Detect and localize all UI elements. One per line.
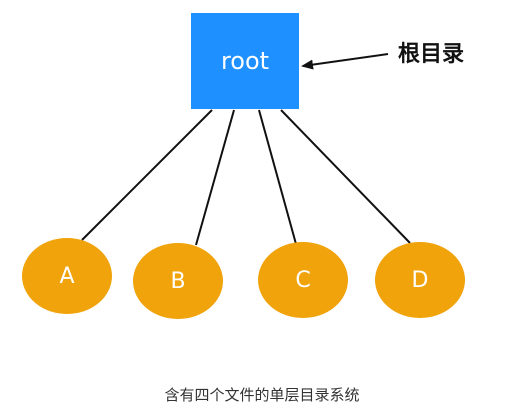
root-node-label: root	[220, 47, 270, 75]
edge-root-b	[195, 109, 235, 246]
root-node: root	[191, 13, 299, 109]
leaf-node-a: A	[22, 238, 112, 314]
leaf-node-b: B	[133, 243, 223, 319]
leaf-node-d: D	[375, 242, 465, 318]
annotation-arrow	[301, 53, 389, 70]
leaf-label-a: A	[59, 263, 75, 289]
leaf-label-c: C	[295, 267, 311, 293]
edge-root-c	[258, 109, 297, 245]
leaf-label-b: B	[170, 268, 186, 294]
edge-root-d	[280, 109, 411, 244]
diagram-caption: 含有四个文件的单层目录系统	[164, 386, 360, 404]
edge-root-a	[81, 109, 213, 241]
root-annotation: 根目录	[398, 42, 465, 67]
leaf-node-c: C	[258, 242, 348, 318]
leaf-label-d: D	[411, 267, 429, 293]
